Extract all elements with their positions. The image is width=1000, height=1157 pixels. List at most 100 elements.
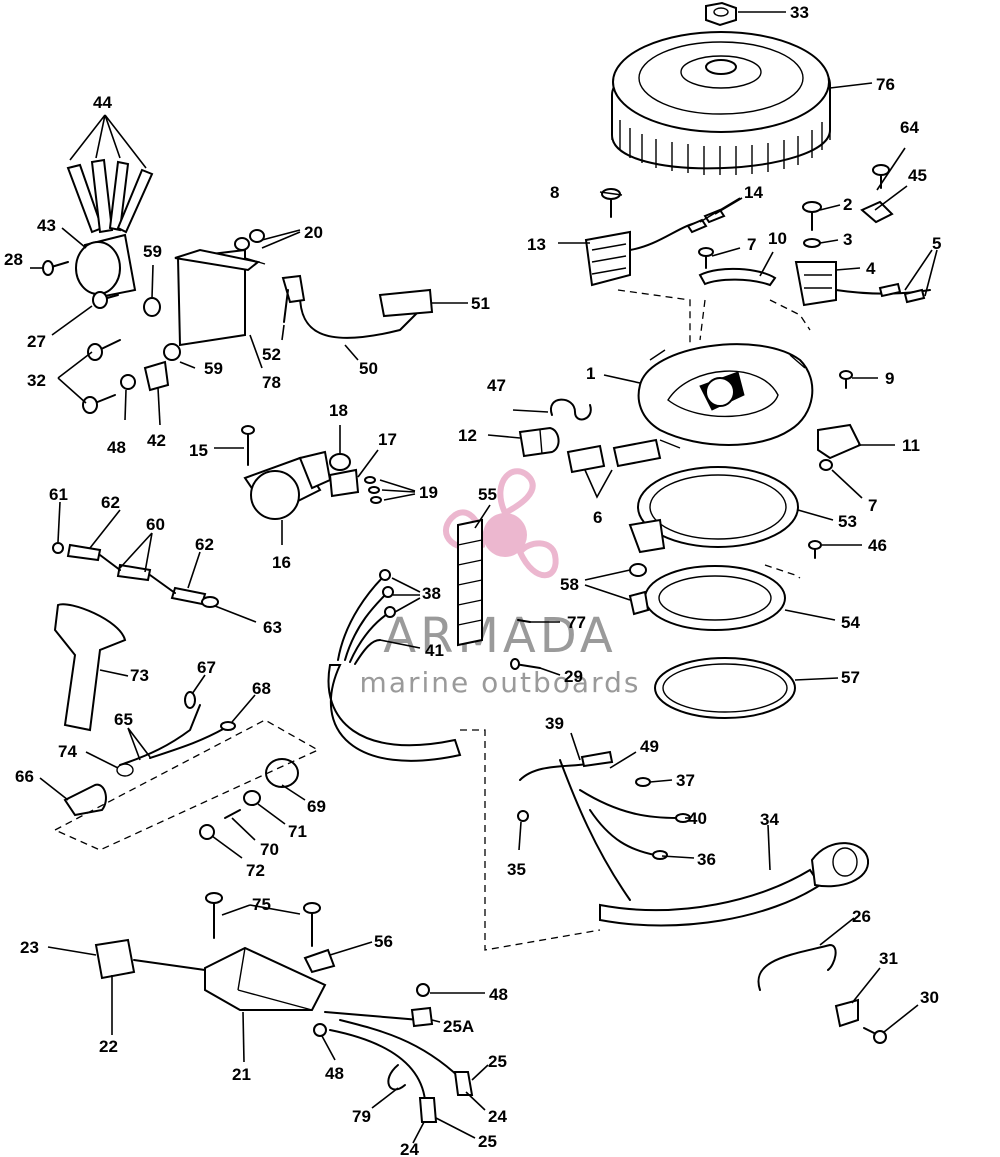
callout-60: 60 [146,515,165,534]
callout-15: 15 [189,441,208,460]
callout-7-upper: 7 [747,235,756,254]
callout-labels: 33 76 64 45 2 3 5 4 8 14 13 7 10 1 9 11 … [4,3,941,1157]
callout-9: 9 [885,369,894,388]
terminal-block-part-55 [457,518,483,647]
ignition-coil-part-78 [174,248,266,347]
washer-part-3 [803,238,821,248]
callout-42: 42 [147,431,166,450]
clamp-part-18 [329,453,351,471]
callout-14: 14 [744,183,763,202]
screw-part-2 [802,201,822,231]
callout-20: 20 [304,223,323,242]
callout-50: 50 [359,359,378,378]
rectifier-part-43 [75,233,137,300]
power-pack-part-16-17 [243,450,360,520]
callout-69: 69 [307,797,326,816]
callout-26: 26 [852,907,871,926]
connectors-part-5 [878,282,926,304]
connectors-part-19 [364,476,382,504]
ignition-harness-part-34 [519,759,870,927]
leads-part-44 [66,158,154,234]
callout-54: 54 [841,613,860,632]
callout-52: 52 [262,345,281,364]
callout-27: 27 [27,332,46,351]
parts-69-72 [199,758,299,840]
screw-part-15 [241,425,255,466]
callout-41: 41 [425,641,444,660]
leader-lines [30,11,938,1144]
power-pack-part-21 [204,946,327,1011]
wire-loom-part-34-upper [327,664,462,762]
callout-13: 13 [527,235,546,254]
callout-22: 22 [99,1037,118,1056]
callout-7-lower: 7 [868,496,877,515]
clip-part-45 [860,200,894,224]
wires-part-38-41 [337,569,396,665]
screw-part-29 [510,658,541,670]
propeller-icon [442,468,559,579]
callout-48-left: 48 [107,438,126,457]
callout-74: 74 [58,742,77,761]
spark-plug-lead-part-50 [281,274,434,339]
callout-71: 71 [288,822,307,841]
callout-46: 46 [868,536,887,555]
callout-57: 57 [841,668,860,687]
callout-24-upper: 24 [488,1107,507,1126]
callout-53: 53 [838,512,857,531]
sleeves-part-6 [566,438,662,474]
screws-part-75 [205,892,321,947]
callout-45: 45 [908,166,927,185]
clamp-part-56 [303,948,336,974]
callout-59-left: 59 [143,242,162,261]
ground-leads-parts-35-40 [517,750,691,860]
callout-39: 39 [545,714,564,733]
emergency-stop-parts-65-68 [63,691,236,817]
washer-part-59-right [163,343,181,361]
callout-12: 12 [458,426,477,445]
retainer-plate-part-54 [644,565,786,631]
callout-33: 33 [790,3,809,22]
callout-66: 66 [15,767,34,786]
callout-59-right: 59 [204,359,223,378]
callout-31: 31 [879,949,898,968]
callout-48-bottom-right: 48 [489,985,508,1004]
callout-32: 32 [27,371,46,390]
callout-65: 65 [114,710,133,729]
callout-67: 67 [197,658,216,677]
callout-18: 18 [329,401,348,420]
clamp-part-42 [143,360,170,392]
callout-61: 61 [49,485,68,504]
lead-parts-60-63 [52,542,219,608]
washers-part-20 [234,229,265,251]
callout-17: 17 [378,430,397,449]
callout-62-upper: 62 [101,493,120,512]
callout-19: 19 [419,483,438,502]
flywheel-part-76 [611,31,831,175]
callout-63: 63 [263,618,282,637]
callout-58: 58 [560,575,579,594]
callout-56: 56 [374,932,393,951]
watermark-brand: ARMADA [383,608,616,664]
callout-37: 37 [676,771,695,790]
clamp-parts-58 [628,563,650,616]
callout-25A: 25A [443,1017,474,1036]
callout-16: 16 [272,553,291,572]
bracket-part-11 [817,423,862,460]
callout-43: 43 [37,216,56,235]
clip-part-79 [387,1064,406,1091]
screw-part-28 [42,260,69,276]
screw-part-46 [808,540,822,559]
callout-10: 10 [768,229,787,248]
callout-24-lower: 24 [400,1140,419,1157]
callout-30: 30 [920,988,939,1007]
callout-55: 55 [478,485,497,504]
stator-plate-part-1 [637,343,814,449]
callout-29: 29 [564,667,583,686]
callout-6: 6 [593,508,602,527]
screw-part-64 [872,164,890,189]
callout-1: 1 [586,364,595,383]
callout-25-lower: 25 [478,1132,497,1151]
callout-8: 8 [550,183,559,202]
callout-38: 38 [422,584,441,603]
